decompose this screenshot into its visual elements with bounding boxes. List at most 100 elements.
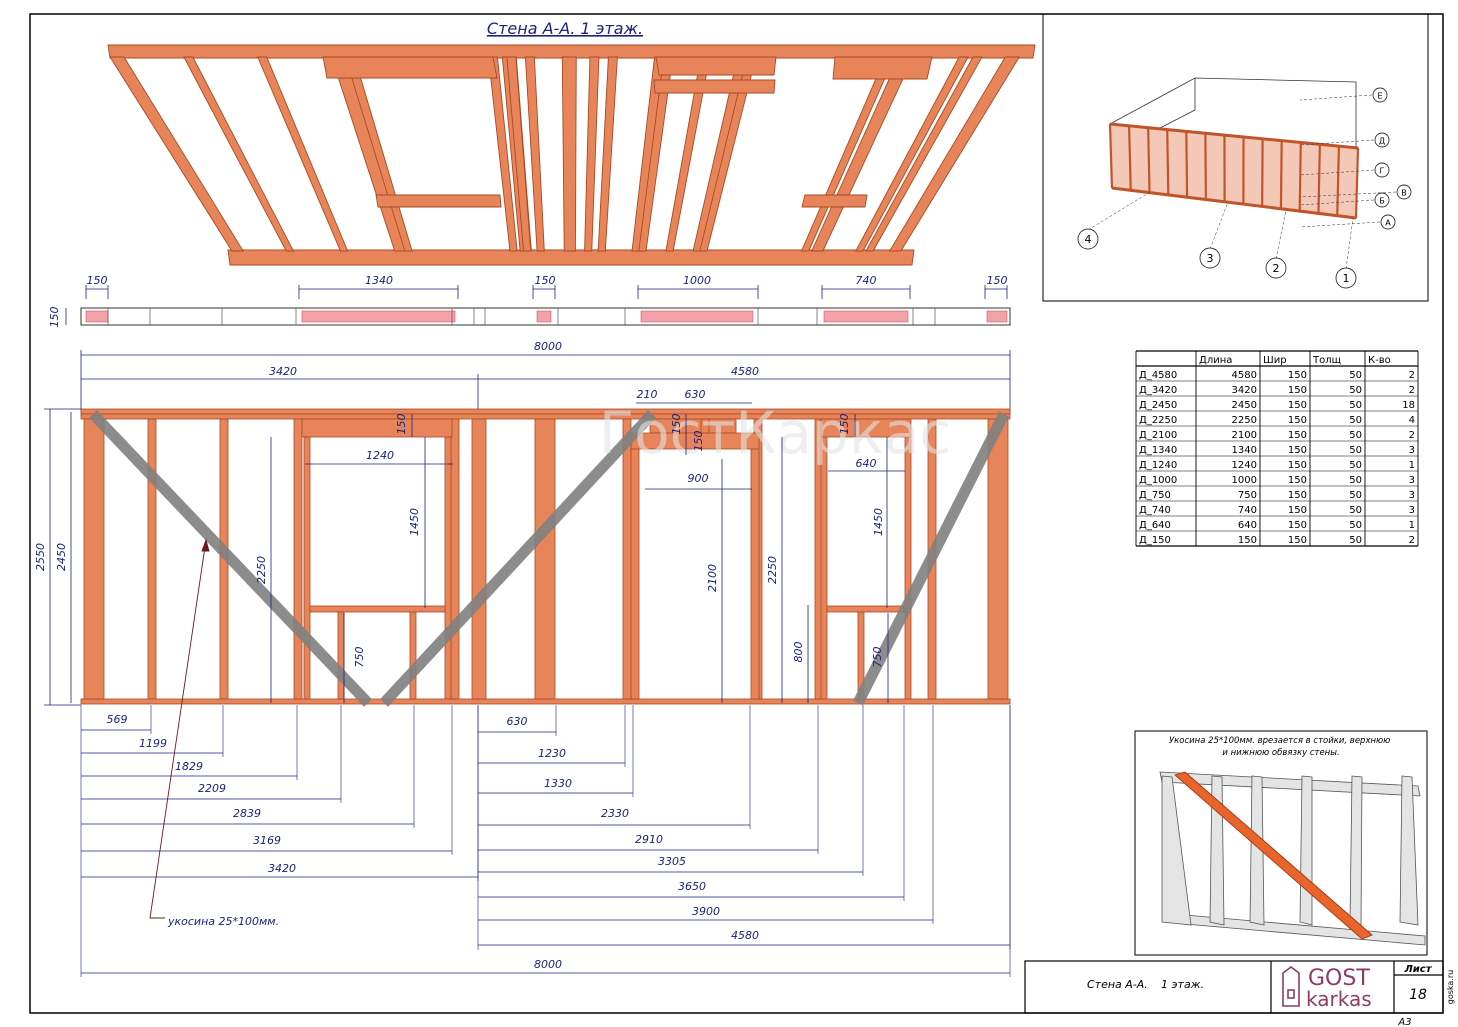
chain-dimensions (80, 705, 1011, 977)
persp-stud-1 (109, 56, 245, 252)
grid-letter-5: Б (1379, 197, 1385, 206)
persp-stud-2 (183, 56, 295, 252)
grid-bubble-2 (1374, 132, 1390, 148)
stud-1 (83, 418, 105, 700)
window1-sill (309, 605, 446, 613)
schedule-cell: 150 (1288, 535, 1307, 546)
schedule-cell: 50 (1349, 505, 1362, 516)
window2-sill (826, 605, 906, 613)
overall-dim-lines (80, 350, 1011, 412)
schedule-cell: 2100 (1232, 430, 1257, 441)
win1-header-dim: 150 (395, 414, 408, 435)
persp-door-header-top (655, 56, 777, 76)
schedule-cell: Д_2450 (1139, 400, 1177, 411)
schedule-cell: 50 (1349, 400, 1362, 411)
left-chain-dim-1: 569 (107, 713, 128, 726)
schedule-cell: Д_1340 (1139, 445, 1177, 456)
left-chain-dim-3: 1829 (175, 760, 203, 773)
schedule-cell: 150 (1288, 460, 1307, 471)
overall-total-dim: 8000 (534, 340, 562, 353)
schedule-cell: Д_640 (1139, 520, 1171, 531)
grid-line-2 (1299, 139, 1375, 146)
door-jamb-right (750, 448, 760, 700)
stud-4 (293, 418, 303, 700)
schedule-header-1: Длина (1199, 355, 1232, 366)
grid-number-4: 1 (1343, 272, 1350, 285)
schedule-cell: 18 (1402, 400, 1415, 411)
grid-letter-1: Е (1377, 92, 1382, 101)
grid-number-2: 3 (1207, 252, 1214, 265)
schedule-cell: 150 (1288, 490, 1307, 501)
schedule-cell: 50 (1349, 475, 1362, 486)
brand-logo-icon (1282, 966, 1300, 1007)
persp-stud-18 (800, 56, 896, 252)
plan-section-5 (823, 310, 909, 323)
persp-window2-header (832, 56, 933, 80)
wall-elevation (80, 408, 1011, 707)
persp-stud-12 (597, 56, 618, 252)
title-block-floor: 1 этаж. (1161, 978, 1204, 991)
plan-dim-4: 1000 (683, 274, 711, 287)
plan-section-6 (986, 310, 1008, 323)
schedule-cell: 2450 (1232, 400, 1257, 411)
grid-num-bubble-2 (1199, 247, 1221, 269)
persp-stud-6 (487, 56, 518, 252)
detail-stud-1 (1161, 775, 1192, 926)
key-plan-bottom-plate (1111, 186, 1357, 220)
right-chain-dim-2: 1230 (538, 747, 566, 760)
win2-sill-dim: 750 (871, 647, 884, 668)
persp-stud-21 (865, 56, 983, 252)
grid-line-1 (1299, 94, 1373, 101)
schedule-cell: 150 (1288, 445, 1307, 456)
bottom-total-dim: 8000 (534, 958, 562, 971)
key-plan-stud-14 (1354, 147, 1360, 219)
perspective-frame-view (107, 44, 1036, 266)
window2-header (820, 418, 912, 438)
plan-side-dim: 150 (48, 307, 61, 328)
brand-name-bottom: karkas (1306, 987, 1372, 1011)
persp-stud-3 (256, 56, 349, 252)
grid-letter-3: Г (1380, 167, 1385, 176)
grid-letter-2: Д (1379, 137, 1385, 146)
schedule-cell: Д_1240 (1139, 460, 1177, 471)
grid-bubble-5 (1374, 192, 1390, 208)
schedule-header-2: Шир (1263, 355, 1287, 366)
plan-dim-5: 740 (856, 274, 877, 287)
grid-line-5 (1299, 199, 1375, 206)
schedule-cell: Д_3420 (1139, 385, 1177, 396)
schedule-cell: 2 (1409, 370, 1415, 381)
diagonal-brace-1 (89, 410, 372, 707)
schedule-cell: 3 (1409, 505, 1415, 516)
brace-note: Укосина 25*100мм. врезается в стойки, ве… (1169, 736, 1393, 758)
right-chain-dim-5: 2910 (635, 833, 663, 846)
right-chain-dim-9: 4580 (731, 929, 759, 942)
persp-stud-22 (888, 56, 1021, 252)
schedule-cell: 740 (1238, 505, 1257, 516)
detail-stud-3 (1249, 775, 1265, 926)
grid-num-bubble-3 (1265, 257, 1287, 279)
format-label: А3 (1397, 1017, 1411, 1027)
schedule-cell: 150 (1288, 370, 1307, 381)
left-chain-dim-5: 2839 (233, 807, 261, 820)
plan-dim-3: 150 (535, 274, 556, 287)
schedule-cell: 3 (1409, 445, 1415, 456)
window2-jamb-left (820, 436, 828, 700)
brace-leader (149, 538, 210, 919)
door-jamb-left (630, 448, 640, 700)
left-chain-dim-6: 3169 (253, 834, 281, 847)
door-offset-dim: 210 (637, 388, 658, 401)
schedule-cell: 1240 (1232, 460, 1257, 471)
win1-stud-dim: 2250 (255, 556, 268, 584)
plan-dim-6: 150 (987, 274, 1008, 287)
brace-detail-3d (1159, 771, 1426, 946)
plan-section-1 (85, 310, 109, 323)
schedule-cell: 150 (1288, 385, 1307, 396)
schedule-header-4: К-во (1368, 355, 1391, 366)
window1-cripple-2 (409, 611, 417, 700)
overall-left-dim: 3420 (269, 365, 297, 378)
window2-jamb-right (904, 436, 912, 700)
schedule-cell: 1 (1409, 520, 1415, 531)
schedule-cell: Д_2100 (1139, 430, 1177, 441)
window1-header (301, 418, 453, 438)
schedule-cell: 150 (1288, 430, 1307, 441)
